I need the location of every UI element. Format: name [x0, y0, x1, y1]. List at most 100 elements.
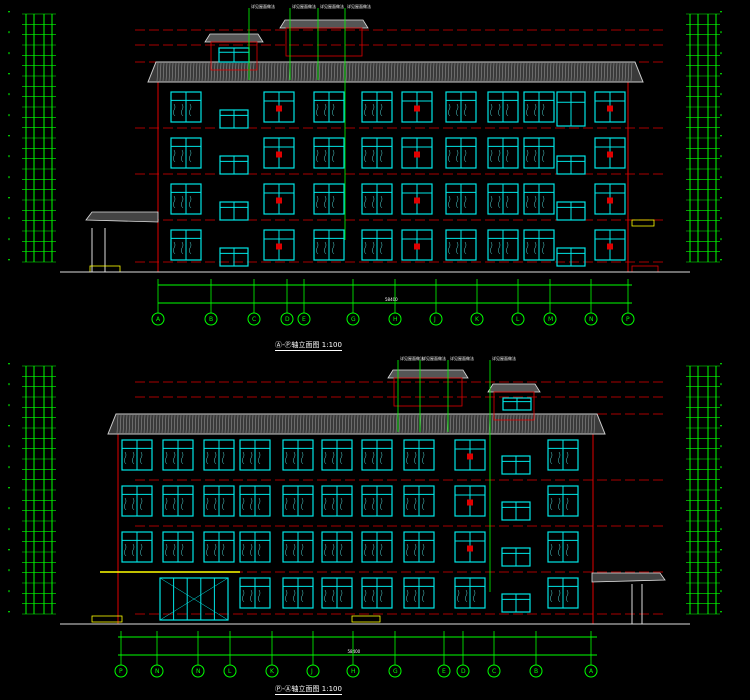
axis-bubble: [511, 312, 525, 326]
roof-tile: [224, 414, 227, 434]
roof-tile: [569, 414, 572, 434]
roof-tile: [417, 62, 420, 82]
roof-tile: [383, 414, 386, 434]
roof-tile: [339, 62, 342, 82]
window-pair: [282, 485, 314, 517]
building-body: [117, 433, 594, 625]
glass-texture: [497, 195, 501, 209]
roof-tile: [485, 414, 488, 434]
roof-tile: [557, 414, 560, 434]
glass-texture: [541, 241, 545, 255]
glass-texture: [497, 241, 501, 255]
roof-tile: [413, 414, 416, 434]
window-pair: [361, 531, 393, 563]
window-pair: [487, 183, 519, 215]
glass-texture: [205, 497, 209, 511]
axis-label: H: [393, 316, 398, 323]
roof-tile: [200, 414, 203, 434]
roof-tile: [564, 62, 567, 82]
roof-tile: [465, 62, 468, 82]
roof-tile: [299, 414, 302, 434]
axis-bubble: [584, 312, 598, 326]
roof-tile: [363, 62, 366, 82]
roof-tile: [504, 62, 507, 82]
roof-tile: [585, 62, 588, 82]
roof-tile: [440, 414, 443, 434]
window-pair: [203, 531, 235, 563]
glass-texture: [188, 241, 192, 255]
roof-tile: [431, 414, 434, 434]
glass-texture: [323, 451, 327, 465]
roof-tile: [416, 414, 419, 434]
ruler-mark: ▾: [720, 236, 722, 241]
axis-label: C: [252, 316, 256, 323]
glass-texture: [180, 451, 184, 465]
roof-tile: [179, 414, 182, 434]
glass-texture: [489, 195, 493, 209]
roof-tile: [588, 62, 591, 82]
glass-texture: [557, 589, 561, 603]
roof-tile: [552, 62, 555, 82]
window-pair: [523, 137, 555, 169]
axis-bubble: [306, 664, 320, 678]
glass-texture: [284, 543, 288, 557]
glass-texture: [541, 195, 545, 209]
glass-texture: [371, 589, 375, 603]
glass-texture: [557, 543, 561, 557]
ruler-mark: ▾: [720, 568, 722, 573]
roof-tile: [236, 414, 239, 434]
glass-texture: [489, 149, 493, 163]
window-red-panel: [414, 243, 420, 250]
glass-texture: [257, 543, 261, 557]
glass-texture: [221, 451, 225, 465]
glass-texture: [331, 543, 335, 557]
glass-texture: [284, 589, 288, 603]
roof-tile: [542, 414, 545, 434]
roof-tile: [369, 62, 372, 82]
glass-texture: [213, 497, 217, 511]
glass-texture: [257, 589, 261, 603]
pavilion-wall: [393, 377, 463, 407]
roof-tile: [261, 62, 264, 82]
window: [263, 229, 295, 261]
glass-texture: [315, 149, 319, 163]
ruler-mark: ▾: [720, 92, 722, 97]
roof-tile: [359, 414, 362, 434]
roof-tile: [528, 62, 531, 82]
glass-texture: [363, 241, 367, 255]
axis-bubble: [265, 664, 279, 678]
roof-tile: [272, 414, 275, 434]
roof-tile: [201, 62, 204, 82]
glass-texture: [525, 241, 529, 255]
entry-step: [351, 615, 381, 623]
roof-tile: [228, 62, 231, 82]
window-pair: [121, 485, 153, 517]
glass-texture: [131, 543, 135, 557]
glass-texture: [379, 149, 383, 163]
window-pair: [170, 229, 202, 261]
glass-texture: [284, 451, 288, 465]
glass-texture: [123, 497, 127, 511]
window-pair: [454, 577, 486, 609]
window-pair: [547, 439, 579, 471]
roof-tile: [534, 62, 537, 82]
glass-texture: [505, 149, 509, 163]
glass-texture: [421, 589, 425, 603]
roof-tile: [207, 62, 210, 82]
roof-tile: [560, 414, 563, 434]
glass-texture: [205, 543, 209, 557]
glass-texture: [180, 497, 184, 511]
ruler-mark: ▾: [720, 9, 722, 14]
roof-tile: [296, 414, 299, 434]
roof-tile: [501, 62, 504, 82]
roof-tile: [519, 62, 522, 82]
roof-tile: [584, 414, 587, 434]
roof-tile: [279, 62, 282, 82]
roof-tile: [180, 62, 183, 82]
glass-texture: [363, 451, 367, 465]
roof-tile: [539, 414, 542, 434]
glass-texture: [455, 103, 459, 117]
roof-tile: [533, 414, 536, 434]
elevation-1: ▾▾▾▾▾▾▾▾▾▾▾▾▾▾▾▾▾▾▾▾▾▾▾▾▾▾详见屋面做法详见屋面做法详见…: [8, 3, 722, 326]
roof-tile: [486, 62, 489, 82]
